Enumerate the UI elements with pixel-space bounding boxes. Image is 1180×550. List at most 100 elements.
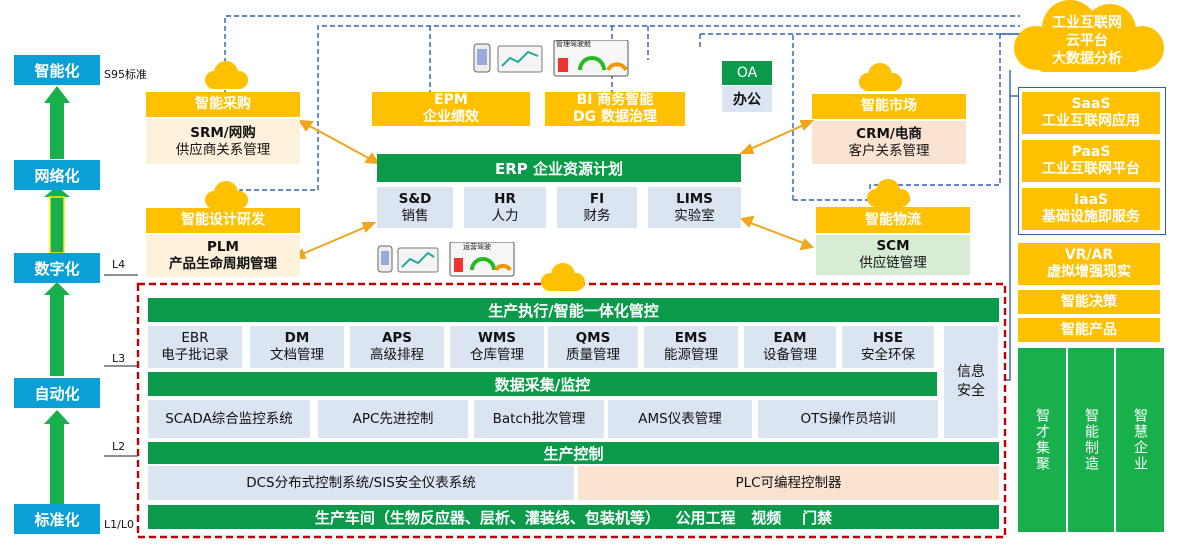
erp-module-lims: LIMS 实验室 (648, 187, 741, 228)
level-standardized: 标准化 (14, 504, 100, 534)
l2-label: L2 (112, 440, 126, 453)
srm-box: SRM/网购 供应商关系管理 (146, 119, 300, 164)
dashboard-top-label: 管理驾驶舱 (556, 40, 591, 48)
mes-code: EBR (181, 330, 209, 346)
ots-box: OTS操作员培训 (758, 400, 938, 438)
scm-box: SCM 供应链管理 (816, 235, 970, 275)
oa-code: OA (722, 61, 772, 85)
smart-logistics-title: 智能物流 (816, 207, 970, 233)
iaas-name: 基础设施即服务 (1042, 209, 1140, 225)
enterprise-label: 智慧企业 (1132, 408, 1148, 472)
batch-box: Batch批次管理 (474, 400, 604, 438)
erp-code: FI (589, 190, 605, 207)
paas-name: 工业互联网平台 (1042, 161, 1140, 177)
big-cloud-icon (1014, 0, 1164, 72)
info-security-box: 信息安全 (944, 326, 998, 438)
mes-name: 质量管理 (566, 347, 620, 363)
plm-name: 产品生命周期管理 (169, 256, 277, 272)
mes-name: 电子批记录 (161, 347, 229, 363)
saas-name: 工业互联网应用 (1042, 113, 1140, 129)
cloud-icon (859, 63, 902, 91)
epm-box: EPM 企业绩效 (372, 92, 530, 126)
srm-code: SRM/网购 (190, 124, 256, 141)
mes-code: DM (284, 330, 310, 346)
talent-column: 智才集聚 (1018, 348, 1066, 532)
saas-code: SaaS (1071, 96, 1111, 112)
erp-name: 实验室 (674, 207, 715, 224)
srm-name: 供应商关系管理 (175, 141, 271, 158)
workshop-bar: 生产车间（生物反应器、层析、灌装线、包装机等） 公用工程 视频 门禁 (148, 505, 999, 529)
crm-name: 客户关系管理 (848, 142, 930, 159)
mes-code: EMS (674, 330, 708, 346)
plc-box: PLC可编程控制器 (578, 466, 999, 500)
smart-purchase-title: 智能采购 (146, 92, 300, 117)
iaas-box: IaaS 基础设施即服务 (1022, 188, 1160, 230)
mes-name: 安全环保 (861, 347, 915, 363)
mes-code: EAM (773, 330, 807, 346)
cloud-line-2: 云平台 (1066, 33, 1108, 49)
crm-box: CRM/电商 客户关系管理 (812, 121, 966, 164)
erp-module-hr: HR 人力 (464, 187, 546, 228)
enterprise-column: 智慧企业 (1116, 348, 1164, 532)
mes-module-ems: EMS 能源管理 (644, 326, 738, 368)
s95-label: S95标准 (104, 68, 147, 81)
mes-code: APS (381, 330, 413, 346)
level-networked: 网络化 (14, 160, 100, 190)
plm-code: PLM (207, 239, 239, 255)
level-automated: 自动化 (14, 378, 100, 408)
erp-title: ERP 企业资源计划 (377, 154, 741, 182)
erp-code: S&D (398, 190, 432, 207)
mes-module-ebr: EBR 电子批记录 (148, 326, 242, 368)
oa-name: 办公 (722, 86, 772, 112)
l4-label: L4 (112, 258, 126, 271)
mes-title: 生产执行/智能一体化管控 (148, 298, 999, 322)
dashboard-bottom-label: 运营驾驶 (463, 243, 491, 251)
mes-name: 设备管理 (763, 347, 817, 363)
scm-name: 供应链管理 (859, 255, 927, 271)
level-intelligent: 智能化 (14, 55, 100, 85)
smart-decision-box: 智能决策 (1018, 290, 1160, 314)
dcs-box: DCS分布式控制系统/SIS安全仪表系统 (148, 466, 574, 500)
mes-module-eam: EAM 设备管理 (744, 326, 836, 368)
paas-box: PaaS 工业互联网平台 (1022, 140, 1160, 182)
smart-product-box: 智能产品 (1018, 318, 1160, 342)
cloud-icon (867, 179, 910, 207)
mes-module-aps: APS 高级排程 (350, 326, 444, 368)
l1-l0-label: L1/L0 (104, 518, 134, 531)
scada-box: SCADA综合监控系统 (148, 400, 310, 438)
l3-label: L3 (112, 352, 126, 365)
erp-module-fi: FI 财务 (557, 187, 637, 228)
ams-box: AMS仪表管理 (608, 400, 752, 438)
dashboard-thumbnails (473, 40, 629, 77)
plm-box: PLM 产品生命周期管理 (146, 235, 300, 277)
erp-code: LIMS (676, 190, 713, 207)
cloud-line-1: 工业互联网 (1052, 15, 1122, 31)
dg-line: DG 数据治理 (573, 109, 657, 125)
mes-code: QMS (575, 330, 611, 346)
mes-module-qms: QMS 质量管理 (548, 326, 638, 368)
iaas-code: IaaS (1073, 192, 1109, 208)
cloud-icon (205, 61, 248, 89)
cloud-icon (205, 181, 248, 209)
ops-dashboard-thumbnails (377, 242, 515, 277)
saas-box: SaaS 工业互联网应用 (1022, 92, 1160, 134)
manufacturing-label: 智能制造 (1083, 408, 1099, 472)
talent-label: 智才集聚 (1034, 408, 1050, 472)
bi-box: BI 商务智能 DG 数据治理 (545, 92, 685, 126)
bi-line: BI 商务智能 (576, 92, 654, 108)
mes-module-hse: HSE 安全环保 (842, 326, 934, 368)
smart-design-title: 智能设计研发 (146, 208, 300, 233)
cloud-icon (541, 263, 585, 291)
erp-name: 人力 (491, 207, 519, 224)
vrar-code: VR/AR (1064, 247, 1114, 263)
paas-code: PaaS (1071, 144, 1111, 160)
cloud-line-3: 大数据分析 (1052, 51, 1122, 67)
mes-name: 文档管理 (270, 347, 324, 363)
mes-name: 高级排程 (370, 347, 424, 363)
cloud-platform-label: 工业互联网 云平台 大数据分析 (1032, 14, 1142, 68)
data-acq-title: 数据采集/监控 (148, 372, 937, 396)
erp-module-sd: S&D 销售 (377, 187, 453, 228)
smart-market-title: 智能市场 (812, 94, 966, 119)
vrar-name: 虚拟增强现实 (1047, 264, 1131, 280)
